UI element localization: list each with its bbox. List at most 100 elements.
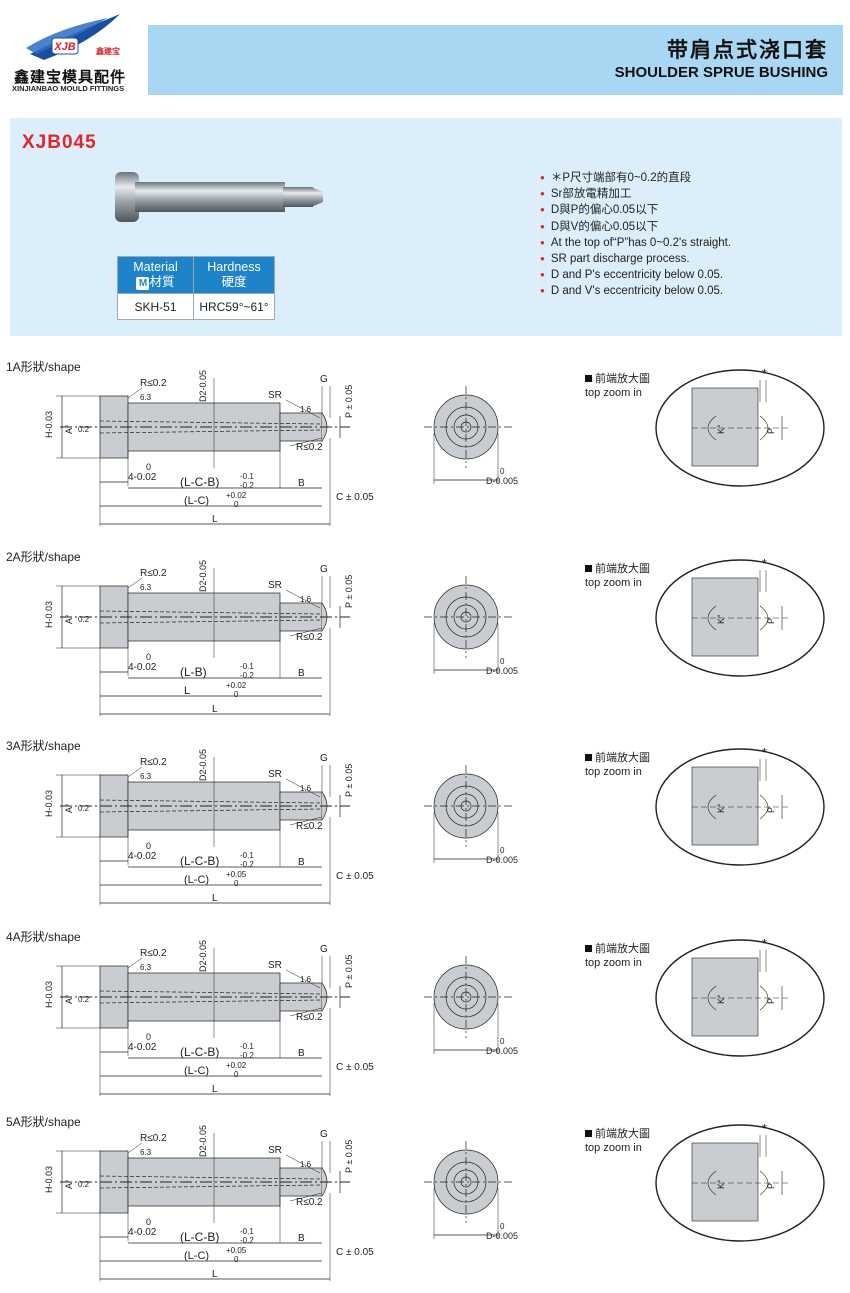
dim-d-zero: 0 <box>500 846 505 855</box>
header-bar <box>148 25 843 95</box>
shape-block-2: 2A形狀/shape <box>0 548 850 728</box>
dim-len2-tol: +0.05 <box>226 870 247 879</box>
company-logo: XJB 鑫建宝 <box>22 8 132 66</box>
dim-d2: D2-0.05 <box>198 370 208 402</box>
dim-len2-zero: 0 <box>234 879 239 888</box>
dim-b: B <box>298 857 305 868</box>
dim-sr: SR <box>268 960 282 971</box>
dim-len2-zero: 0 <box>234 1255 239 1264</box>
dim-d2: D2-0.05 <box>198 749 208 781</box>
dim-r-shoulder: R≤0.2 <box>140 568 167 579</box>
dim-h: H-0.03 <box>44 790 54 817</box>
dim-four: 4-0.02 <box>128 472 157 483</box>
dim-sr: SR <box>268 1145 282 1156</box>
dim-b: B <box>298 668 305 679</box>
shape-drawing: R≤0.2 D2-0.05 SR G P ± 0.05 6.3 1.6 H-0.… <box>44 745 825 905</box>
dim-r-shoulder: R≤0.2 <box>140 948 167 959</box>
dim-c: C ± 0.05 <box>336 492 374 503</box>
dim-four-zero: 0 <box>146 462 151 472</box>
shape-drawing: R≤0.2 D2-0.05 SR G P ± 0.05 6.3 1.6 H-0.… <box>44 1121 825 1281</box>
shape-block-4: 4A形狀/shape <box>0 928 850 1108</box>
shape-drawing: R≤0.2 D2-0.05 SR G P ± 0.05 6.3 1.6 H-0.… <box>44 556 825 716</box>
dim-a: A° <box>64 1179 74 1189</box>
dim-lcb-top: -0.1 <box>240 1042 254 1051</box>
dim-four-zero: 0 <box>146 1032 151 1042</box>
dim-small-r: 0.2 <box>78 995 90 1004</box>
zoom-label-cn: 前端放大圖 <box>595 943 650 955</box>
dim-r-tip: R≤0.2 <box>296 821 323 832</box>
dim-len1: (L-C-B) <box>180 854 219 868</box>
note-item: Sr部放電精加工 <box>540 186 731 202</box>
dim-p: P ± 0.05 <box>344 575 354 608</box>
dim-g: G <box>320 753 328 764</box>
note-item: At the top of“P”has 0~0.2's straight. <box>540 235 731 251</box>
dim-g: G <box>320 944 328 955</box>
dim-r-tip: R≤0.2 <box>296 442 323 453</box>
dim-len1: (L-C-B) <box>180 1230 219 1244</box>
dim-four: 4-0.02 <box>128 1227 157 1238</box>
note-item: SR part discharge process. <box>540 251 731 267</box>
shape-block-5: 5A形狀/shape <box>0 1113 850 1293</box>
dim-four-zero: 0 <box>146 652 151 662</box>
note-item: D and V's eccentricity below 0.05. <box>540 283 731 299</box>
logo-swoosh-icon: XJB 鑫建宝 <box>26 14 120 60</box>
dim-len2-tol: +0.02 <box>226 491 247 500</box>
dim-r-shoulder: R≤0.2 <box>140 378 167 389</box>
dim-d: D-0.005 <box>486 1046 518 1056</box>
zoom-square-icon <box>585 375 592 382</box>
dim-b: B <box>298 1233 305 1244</box>
zoom-square-icon <box>585 565 592 572</box>
dim-len2: (L-C) <box>184 1065 209 1077</box>
zoom-label: 前端放大圖 top zoom in <box>585 1127 650 1155</box>
dim-roughness-tip: 1.6 <box>300 405 312 414</box>
zoom-label-cn: 前端放大圖 <box>595 1128 650 1140</box>
notes-list: ＊P尺寸端部有0~0.2的直段 Sr部放電精加工 D與P的偏心0.05以下 D與… <box>540 170 731 300</box>
company-name-cn: 鑫建宝模具配件 <box>14 69 127 86</box>
dim-lcb-top: -0.1 <box>240 1227 254 1236</box>
dim-b: B <box>298 1048 305 1059</box>
dim-l: L <box>212 1084 218 1095</box>
dim-d-zero: 0 <box>500 1222 505 1231</box>
dim-roughness: 6.3 <box>140 1148 152 1157</box>
zoom-star: * <box>762 745 767 760</box>
dim-l: L <box>212 1269 218 1280</box>
shape-label: 5A形狀/shape <box>6 1115 81 1129</box>
zoom-label-en: top zoom in <box>585 577 642 589</box>
dim-len1: (L-B) <box>180 665 207 679</box>
dim-sr: SR <box>268 769 282 780</box>
note-item: ＊P尺寸端部有0~0.2的直段 <box>540 170 731 186</box>
dim-d2: D2-0.05 <box>198 940 208 972</box>
dim-roughness-tip: 1.6 <box>300 975 312 984</box>
dim-r-tip: R≤0.2 <box>296 1197 323 1208</box>
dim-small-r: 0.2 <box>78 804 90 813</box>
dim-r-shoulder: R≤0.2 <box>140 757 167 768</box>
logo-mark-text: XJB <box>53 41 75 53</box>
zoom-label: 前端放大圖 top zoom in <box>585 562 650 590</box>
dim-roughness-tip: 1.6 <box>300 784 312 793</box>
zoom-star: * <box>762 556 767 571</box>
dim-a: A° <box>64 803 74 813</box>
dim-roughness: 6.3 <box>140 393 152 402</box>
dim-len2: (L-C) <box>184 1250 209 1262</box>
dim-d-zero: 0 <box>500 467 505 476</box>
page-title-cn: 带肩点式浇口套 <box>667 39 828 62</box>
zoom-label-cn: 前端放大圖 <box>595 563 650 575</box>
zoom-label-en: top zoom in <box>585 766 642 778</box>
dim-p: P ± 0.05 <box>344 764 354 797</box>
dim-h: H-0.03 <box>44 411 54 438</box>
zoom-label-en: top zoom in <box>585 1142 642 1154</box>
dim-four: 4-0.02 <box>128 851 157 862</box>
dim-len1: (L-C-B) <box>180 475 219 489</box>
dim-b: B <box>298 478 305 489</box>
dim-four: 4-0.02 <box>128 1042 157 1053</box>
shape-label: 1A形狀/shape <box>6 360 81 374</box>
dim-g: G <box>320 564 328 575</box>
dim-r-tip: R≤0.2 <box>296 1012 323 1023</box>
product-photo <box>105 168 335 228</box>
shape-drawing: R≤0.2 D2-0.05 SR G P ± 0.05 6.3 1.6 H-0.… <box>44 366 825 526</box>
dim-roughness: 6.3 <box>140 963 152 972</box>
dim-sr: SR <box>268 580 282 591</box>
